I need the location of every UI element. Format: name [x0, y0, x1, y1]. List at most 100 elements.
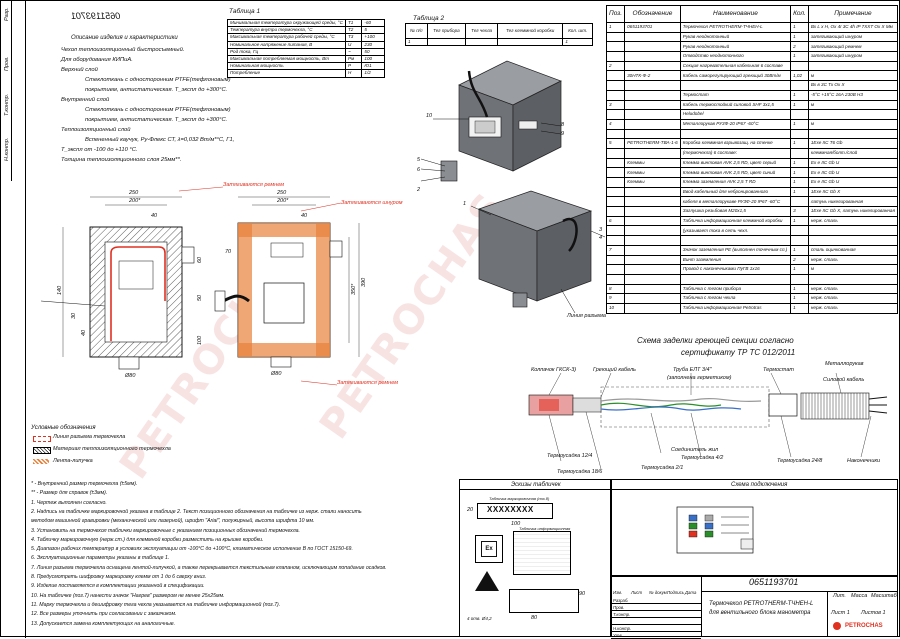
plate-dim-90: 90 — [579, 591, 586, 597]
front-section — [40, 226, 195, 370]
plate-info — [513, 531, 571, 575]
title-block-col-head: № докум. — [649, 590, 668, 595]
dim-40a: 40 — [151, 213, 158, 219]
spec-header-cell: Примечание — [807, 5, 899, 23]
title-block-role: Т.контр. — [613, 612, 631, 617]
note-line: методом машинной гравировки (механическо… — [31, 518, 315, 525]
spec-row: (термочехла) 6 составе:клеммная/болт./сл… — [605, 147, 899, 159]
plate-caption: Табличка маркировочная (поз.8) — [489, 496, 550, 501]
spec-cell: 10 — [605, 302, 626, 314]
table1-cell: Т1 — [344, 18, 363, 28]
legend-swatch-velcro — [33, 459, 49, 464]
note-line: 13. Допускается замена комплектующих на … — [31, 620, 176, 627]
title-block-code: 0651193701 — [749, 577, 799, 587]
title-block-row-line — [611, 624, 701, 625]
table2-header-cell: Тег клеммной коробки — [497, 23, 564, 39]
ex-logo-icon: Ex — [481, 541, 497, 557]
hs-wire-tips: Наконечники — [847, 458, 881, 464]
description-line: Стеклоткань с односторонним PTFE(тефлоно… — [85, 107, 231, 113]
hs-tube5: Термоусадка 24/8 — [777, 458, 823, 464]
plate-hole: 4 отв. Ø4,2 — [467, 616, 492, 621]
dim-200b: 200* — [277, 198, 289, 204]
note-line: 3. Установить на термочехол таблички мар… — [31, 527, 300, 534]
title-block-purpose: для вентильного блока манометра — [709, 610, 811, 616]
tb-col-lit: Лит. — [833, 593, 846, 599]
note-line: 9. Изделие поставляется в комплектации у… — [31, 583, 205, 590]
note-line: 11. Марку термочехла и дешифровку тега ч… — [31, 601, 281, 608]
table2-header-cell: Тег прибора — [426, 23, 467, 39]
description-line: покрытием, антистатическая. T_экспл до +… — [85, 117, 228, 123]
iso-box-lower-group — [470, 190, 606, 314]
dim-250b: 250 — [277, 190, 287, 196]
dim-200a: 200* — [129, 198, 141, 204]
pos-10: 10 — [426, 113, 433, 119]
dim-80b: Ø80 — [271, 371, 282, 377]
table2-title: Таблица 2 — [413, 15, 445, 22]
table2-cell — [497, 37, 564, 47]
title-block-divider — [701, 576, 702, 637]
legend-item-2: Материал теплоизоляционного термочехла — [53, 446, 171, 452]
brand-logo-icon — [833, 622, 841, 630]
tb-col-scale: Масштаб — [871, 593, 897, 599]
table1-cell: 1/2 — [361, 69, 385, 78]
note-line: 7. Линия разъема термочехла оснащена лен… — [31, 564, 387, 571]
iso-box-upper-group — [420, 60, 562, 182]
pos-8: 8 — [561, 122, 565, 128]
hs-tube1: Термоусадка 12/4 — [547, 453, 593, 459]
note-line: * - Внутренний размер термочехла (±5мм). — [31, 481, 138, 487]
description-line: Вспененный каучук, Ру-Флекс СТ, λ=0,032 … — [85, 137, 235, 143]
title-block-row-line — [611, 631, 701, 632]
heating-scheme-title-2: сертификату ТР ТС 012/2011 — [681, 348, 796, 357]
pos-4: 4 — [599, 235, 603, 241]
pos-6: 6 — [417, 167, 421, 173]
legend-item-3: Лента-липучка — [53, 458, 93, 464]
spec-header-cell: Наименование — [679, 5, 792, 23]
note-line: 6. Эксплуатационные параметры указаны в … — [31, 555, 170, 562]
hs-tube2: Термоусадка 4/2 — [681, 455, 724, 461]
title-block-col-head: Дата — [685, 590, 697, 595]
title-block-col-head: Лист — [631, 590, 643, 595]
spec-cell: нерж. сталь — [807, 302, 899, 314]
title-block-row-line — [611, 610, 701, 611]
hs-thermostat: Термостат — [763, 367, 794, 373]
note-line: ** - Размер для справок (±3мм). — [31, 490, 108, 497]
frame-header-line — [459, 489, 898, 490]
table1-cell: Н — [344, 69, 363, 78]
pos-2: 2 — [417, 187, 421, 193]
pos-1: 1 — [463, 201, 467, 207]
plate-bottom — [509, 589, 579, 613]
hs-pipe2: (заполнена герметиком) — [667, 375, 732, 381]
description-line: Внутренний слой — [61, 97, 110, 103]
title-block-col-head: Подпись — [667, 590, 685, 595]
spec-header-cell: Обозначение — [624, 5, 681, 23]
table1-title: Таблица 1 — [229, 8, 261, 15]
legend-swatch-seam — [33, 436, 51, 442]
label-cord: Затягиваются шнуром — [341, 200, 403, 206]
spec-cell: Табличка информационная Petrotras — [679, 302, 792, 314]
hs-pipe: Труба ЕЛТ 3/4" — [673, 367, 712, 373]
title-block-role: Разраб. — [613, 598, 629, 603]
hs-cap: Колпачок ГКСК-3) — [531, 367, 577, 373]
title-block-hline — [701, 591, 898, 592]
label-strap-1: Затягиваются ремнем — [223, 182, 284, 188]
sketch-plates-title: Эскизы табличек — [511, 482, 561, 488]
description-line: покрытием, антистатическая. T_экспл до +… — [85, 87, 228, 93]
plate-small-1 — [475, 535, 503, 563]
dimension-lines — [62, 196, 360, 357]
legend-item-1: Линия разъема термочехла — [53, 434, 126, 440]
spec-row: (указывает тока в сеть чехл. — [605, 225, 899, 237]
hs-metal-hose: Металлорукав — [825, 361, 864, 367]
note-line: 5. Диапазон рабочих температур в условия… — [31, 546, 353, 553]
dim-80a: Ø80 — [125, 373, 136, 379]
note-line: 12. Все размеры уточнить при согласовани… — [31, 611, 177, 618]
hs-power-cable: Силовой кабель — [823, 377, 865, 383]
